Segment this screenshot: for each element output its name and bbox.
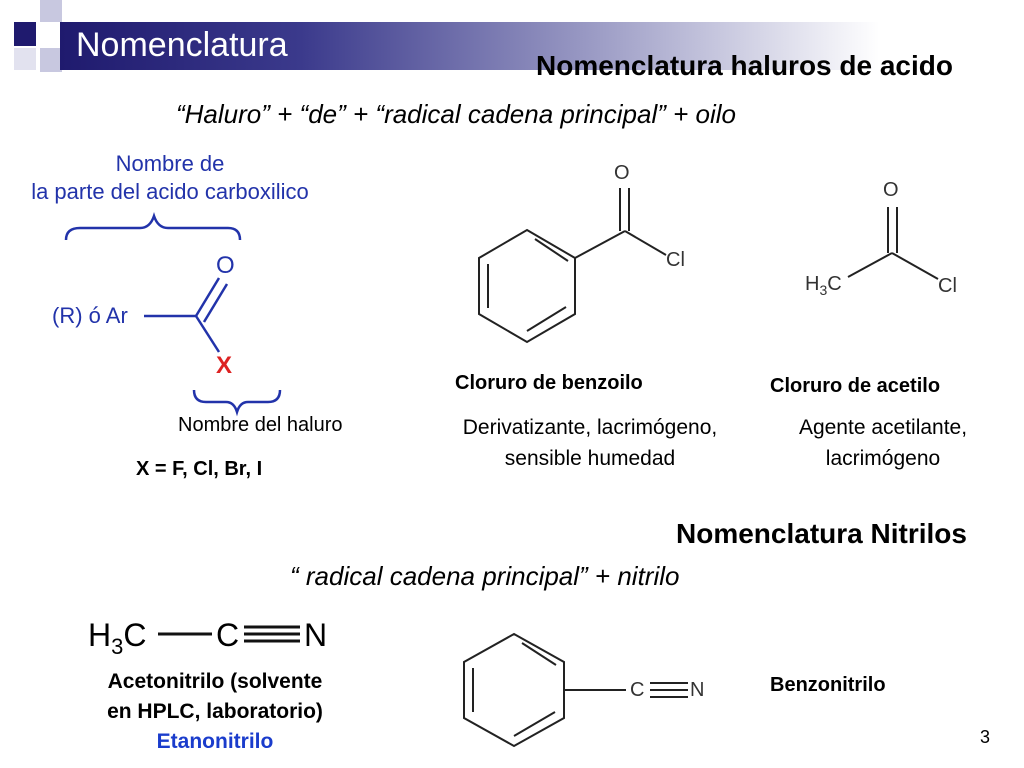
benzoyl-desc-line2: sensible humedad bbox=[504, 447, 676, 470]
benzoyl-desc-line1: Derivatizante, lacrimógeno, bbox=[462, 416, 718, 439]
general-r-group: (R) ó Ar bbox=[52, 303, 128, 328]
decor-square-light bbox=[40, 48, 62, 72]
acetonitrile-name-line1: Acetonitrilo (solvente bbox=[107, 670, 323, 693]
acetyl-name: Cloruro de acetilo bbox=[770, 375, 941, 397]
cx-bond bbox=[194, 315, 221, 353]
acetyl-methyl: H3C bbox=[805, 273, 842, 298]
acetyl-methyl-sub: 3 bbox=[819, 282, 828, 298]
benzonitrile-name: Benzonitrilo bbox=[770, 674, 886, 696]
acetonitrile-name: Acetonitrilo (solvente en HPLC, laborato… bbox=[60, 667, 370, 757]
acetyl-methyl-h: H bbox=[805, 273, 820, 295]
benzonitrile-ring bbox=[463, 632, 565, 748]
benzonitrile-n: N bbox=[690, 679, 705, 701]
title-bar bbox=[60, 22, 1024, 70]
benzoyl-name: Cloruro de benzoilo bbox=[455, 372, 643, 394]
acetyl-methyl-bond bbox=[847, 252, 893, 278]
decor-square-light bbox=[14, 48, 36, 70]
acetyl-description: Agente acetilante, lacrimógeno bbox=[760, 412, 1006, 474]
general-top-label-line2: la parte del acido carboxilico bbox=[31, 179, 309, 204]
halogens-list: X = F, Cl, Br, I bbox=[136, 458, 263, 480]
ring-to-carbonyl-bond bbox=[574, 230, 626, 259]
acetyl-methyl-c: C bbox=[827, 273, 842, 295]
decor-square-light bbox=[40, 0, 62, 22]
general-bottom-label: Nombre del haluro bbox=[178, 414, 343, 436]
c-cl-bond bbox=[624, 230, 667, 256]
general-top-label-line1: Nombre de bbox=[115, 151, 225, 176]
page-number: 3 bbox=[980, 727, 991, 747]
acetonitrile-h3c: H3C bbox=[88, 617, 147, 659]
benzoyl-chlorine: Cl bbox=[666, 249, 685, 271]
bottom-brace bbox=[192, 389, 282, 417]
decor-square-dark bbox=[14, 22, 36, 46]
acetonitrile-iupac: Etanonitrilo bbox=[156, 730, 274, 753]
general-structure bbox=[64, 212, 282, 417]
acetonitrile-c1: C bbox=[123, 617, 147, 653]
haluros-heading: Nomenclatura haluros de acido bbox=[536, 50, 953, 81]
benzoyl-oxygen: O bbox=[614, 162, 630, 184]
acetyl-oxygen: O bbox=[883, 179, 899, 201]
general-x-atom: X bbox=[216, 352, 233, 379]
acetonitrile-name-line2: en HPLC, laboratorio) bbox=[107, 700, 323, 723]
page-title: Nomenclatura bbox=[76, 26, 288, 64]
nitrilos-heading: Nomenclatura Nitrilos bbox=[676, 518, 967, 549]
benzonitrile-c: C bbox=[630, 679, 645, 701]
nitrilos-formula: “ radical cadena principal” + nitrilo bbox=[290, 561, 680, 591]
general-oxygen: O bbox=[216, 252, 235, 279]
co-bond-2 bbox=[202, 283, 229, 323]
acetonitrile-sub: 3 bbox=[111, 634, 124, 659]
decor-square-light bbox=[40, 24, 62, 46]
acetyl-chlorine: Cl bbox=[938, 275, 957, 297]
haluros-formula: “Haluro” + “de” + “radical cadena princi… bbox=[176, 99, 736, 129]
benzene-ring bbox=[478, 228, 576, 344]
acetonitrile-n: N bbox=[304, 617, 328, 653]
acetonitrile-c2: C bbox=[216, 617, 240, 653]
benzoyl-description: Derivatizante, lacrimógeno, sensible hum… bbox=[420, 412, 760, 474]
acetyl-desc-line1: Agente acetilante, bbox=[798, 416, 968, 439]
acetyl-desc-line2: lacrimógeno bbox=[825, 447, 941, 470]
acetonitrile-h: H bbox=[88, 617, 112, 653]
general-top-label: Nombre de la parte del acido carboxilico bbox=[0, 150, 340, 206]
acetyl-ccl-bond bbox=[891, 252, 939, 280]
top-brace bbox=[64, 212, 242, 241]
co-bond-1 bbox=[194, 277, 221, 317]
